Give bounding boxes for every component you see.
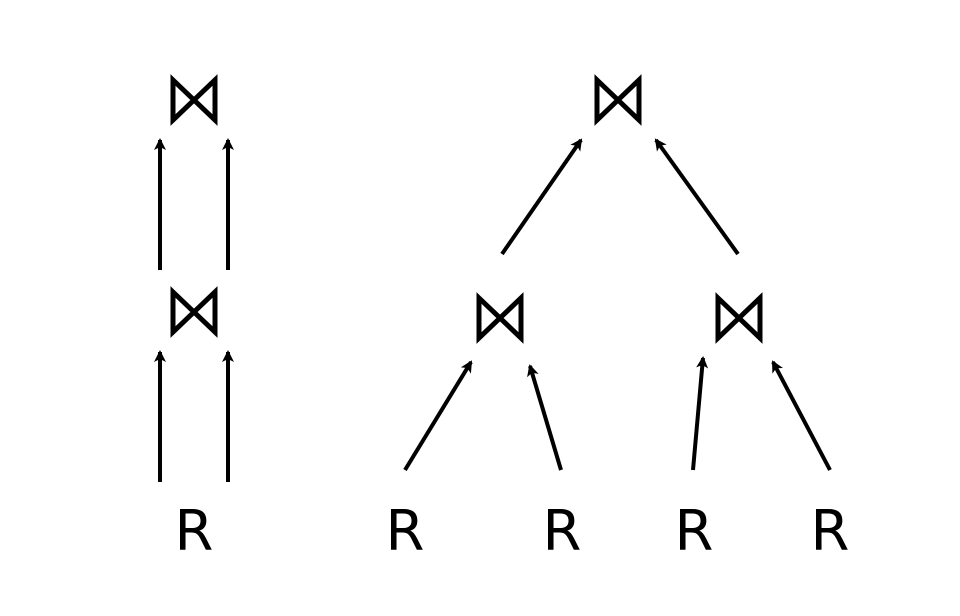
right-edge-left-to-root bbox=[500, 138, 583, 256]
right-leaf-3-label: R bbox=[675, 499, 714, 564]
right-tree: R R R R bbox=[386, 74, 850, 564]
right-leaf-1-label: R bbox=[386, 499, 425, 564]
right-leaf-4-label: R bbox=[811, 499, 850, 564]
left-bottom-join-icon bbox=[170, 286, 218, 338]
right-left-join-icon bbox=[476, 292, 524, 344]
right-edge-leaf3-to-right-join bbox=[691, 356, 709, 471]
right-right-join-icon bbox=[715, 292, 763, 344]
right-edge-leaf2-to-left-join bbox=[527, 364, 563, 471]
left-top-join-icon bbox=[170, 74, 218, 126]
right-edge-right-to-root bbox=[654, 138, 740, 256]
right-root-join-icon bbox=[594, 74, 642, 126]
left-tree: R bbox=[154, 74, 234, 564]
left-leaf-relation-label: R bbox=[175, 499, 214, 564]
right-edge-leaf4-to-right-join bbox=[771, 360, 832, 471]
right-leaf-2-label: R bbox=[543, 499, 582, 564]
right-edge-leaf1-to-left-join bbox=[403, 360, 473, 472]
